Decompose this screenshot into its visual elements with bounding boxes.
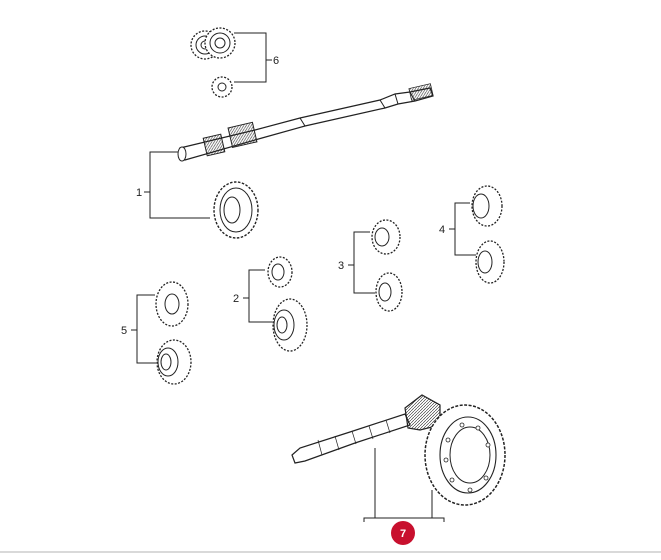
highlight-badge[interactable] — [391, 521, 415, 545]
part-group-2 — [243, 256, 308, 352]
part-group-6 — [190, 27, 272, 98]
gear-5a[interactable] — [155, 281, 189, 327]
gear-3b[interactable] — [375, 272, 403, 312]
pinion-shaft[interactable] — [291, 394, 441, 464]
gear-6c[interactable] — [211, 76, 233, 98]
gear-4b[interactable] — [475, 240, 505, 284]
callout-2[interactable]: 2 — [233, 293, 239, 305]
bracket-3 — [353, 231, 375, 294]
callout-4[interactable]: 4 — [439, 224, 445, 236]
callout-7-badge[interactable]: 7 — [391, 521, 415, 545]
part-group-4 — [449, 185, 505, 284]
bottom-divider — [0, 551, 661, 553]
part-group-5 — [131, 281, 192, 385]
gear-6b[interactable] — [204, 27, 236, 59]
gear-5b[interactable] — [156, 339, 192, 385]
main-shaft[interactable] — [177, 83, 434, 162]
gear-2a[interactable] — [267, 256, 293, 288]
part-group-3 — [348, 219, 403, 312]
gear-2b[interactable] — [272, 298, 308, 352]
callout-5[interactable]: 5 — [121, 325, 127, 337]
callout-3[interactable]: 3 — [338, 260, 344, 272]
callout-6[interactable]: 6 — [273, 55, 279, 67]
gear-3a[interactable] — [371, 219, 401, 255]
bracket-6 — [234, 32, 267, 83]
callout-1[interactable]: 1 — [136, 187, 142, 199]
bracket-1 — [149, 151, 210, 219]
callout-7[interactable]: 7 — [400, 528, 406, 540]
part-group-1 — [144, 151, 259, 239]
gear-4a[interactable] — [471, 185, 503, 227]
part-group-7 — [291, 394, 506, 522]
bracket-2 — [248, 269, 272, 323]
ring-gear[interactable] — [424, 404, 506, 506]
bracket-5 — [136, 294, 156, 364]
gear-1[interactable] — [213, 181, 259, 239]
